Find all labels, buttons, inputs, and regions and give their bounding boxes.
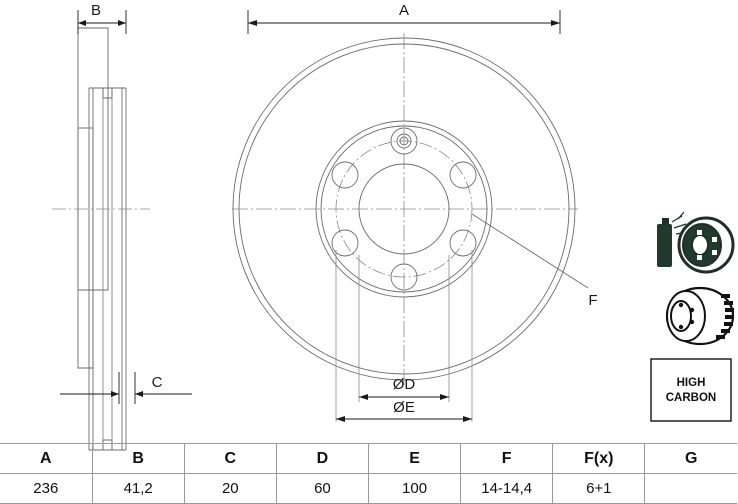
dimension-label-oe: ØE — [393, 399, 415, 416]
dimension-b-group — [77, 10, 127, 34]
high-carbon-label-line1: HIGH — [677, 377, 706, 389]
vented-disc-bore — [670, 300, 692, 332]
table-header-c: C — [183, 443, 277, 474]
table-header-d: D — [275, 443, 370, 474]
dim-c-arrow-right — [135, 391, 143, 397]
vented-disc-bolt-4 — [689, 319, 695, 325]
friction-ring-left-plate — [92, 87, 104, 451]
table-header-row: A B C D E F F(x) G — [0, 443, 737, 474]
dimension-c-group — [60, 372, 192, 404]
bolt-hole-2 — [449, 229, 477, 257]
spray-mist-2 — [673, 223, 687, 229]
dim-od-arrow-left — [359, 394, 368, 400]
bolt-hole-1 — [449, 161, 477, 189]
dim-b-arrow-left — [78, 20, 86, 26]
hub-lower-edge — [77, 290, 93, 369]
vented-disc-bolt-1 — [678, 302, 684, 308]
coating-disc-bolt-3 — [712, 237, 717, 242]
dim-b-arrow-right — [118, 20, 126, 26]
coating-disc-bolt-4 — [712, 250, 717, 255]
table-header-f: F — [460, 443, 554, 474]
dimension-od-oe-group — [335, 250, 473, 422]
table-value-fx: 6+1 — [552, 473, 646, 504]
vent-fins — [716, 294, 734, 339]
coating-disc-bore — [691, 234, 709, 256]
dimension-a-group — [247, 10, 561, 34]
table-header-g: G — [644, 443, 737, 474]
vented-disc-icon — [665, 286, 735, 346]
spray-nozzle — [662, 218, 669, 224]
top-vent-notch — [102, 88, 113, 99]
spray-mist-4 — [677, 211, 685, 220]
coating-disc-bolt-2 — [697, 255, 702, 260]
dimension-label-c: C — [152, 374, 163, 391]
coating-disc-bolt-1 — [697, 230, 702, 235]
dim-oe-arrow-left — [336, 416, 345, 422]
table-value-d: 60 — [275, 473, 370, 504]
callout-f-group — [471, 213, 589, 289]
table-header-a: A — [0, 443, 93, 474]
table-header-fx: F(x) — [552, 443, 646, 474]
dim-c-arrow-left — [111, 391, 119, 397]
table-value-b: 41,2 — [91, 473, 185, 504]
spray-can-body — [657, 224, 672, 267]
vented-disc-bolt-2 — [678, 324, 684, 330]
table-header-e: E — [367, 443, 462, 474]
dim-od-arrow-right — [440, 394, 449, 400]
spray-can-disc-icon — [657, 211, 735, 274]
dimension-label-f: F — [588, 292, 597, 309]
dimension-label-od: ØD — [393, 376, 416, 393]
bolt-hole-5 — [331, 161, 359, 189]
dimension-label-a: A — [399, 2, 409, 19]
dim-a-arrow-left — [248, 20, 257, 26]
dim-a-arrow-right — [551, 20, 560, 26]
table-value-row: 236 41,2 20 60 100 14-14,4 6+1 — [0, 473, 737, 504]
table-header-b: B — [91, 443, 185, 474]
hub-upper-edge — [77, 128, 93, 291]
high-carbon-label-line2: CARBON — [666, 392, 716, 404]
table-value-g — [644, 473, 737, 504]
table-value-f: 14-14,4 — [460, 473, 554, 504]
dimension-label-b: B — [91, 2, 101, 19]
table-value-a: 236 — [0, 473, 93, 504]
specification-table: A B C D E F F(x) G 236 41,2 20 60 100 14… — [0, 443, 737, 504]
callout-f-leader-line — [471, 213, 589, 289]
high-carbon-badge-box — [650, 358, 732, 422]
vented-disc-bolt-3 — [689, 307, 695, 313]
bolt-hole-4 — [331, 229, 359, 257]
dim-oe-arrow-right — [463, 416, 472, 422]
table-value-c: 20 — [183, 473, 277, 504]
table-value-e: 100 — [367, 473, 462, 504]
